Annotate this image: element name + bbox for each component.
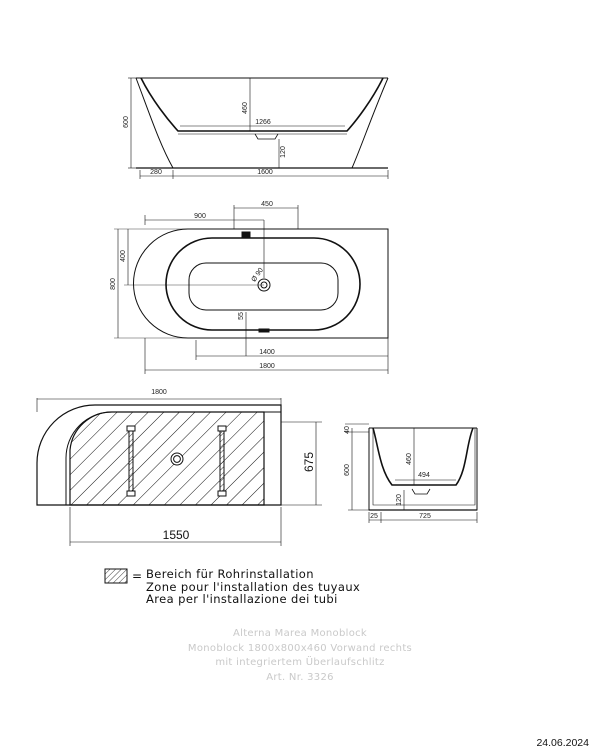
side-inner-depth-label: 460 xyxy=(242,102,249,114)
top-drain-diameter-label: Ø 90 xyxy=(251,267,265,284)
end-bottom-width-label: 494 xyxy=(418,472,430,479)
legend-line-de: Bereich für Rohrinstallation xyxy=(146,567,314,581)
top-drain-offset-label: 450 xyxy=(261,201,273,208)
top-overflow-label: 55 xyxy=(238,312,245,320)
product-feature: mit integriertem Überlaufschlitz xyxy=(215,657,385,668)
end-tub-inner xyxy=(372,427,474,486)
install-depth-label: 675 xyxy=(302,452,316,472)
top-offset-left-label: 900 xyxy=(194,213,206,220)
end-total-width-label: 725 xyxy=(419,513,431,520)
side-bottom-length-label: 1266 xyxy=(255,119,271,126)
top-width-label: 800 xyxy=(110,278,117,290)
foot-rail-right xyxy=(219,425,225,497)
legend-line-it: Area per l'installazione dei tubi xyxy=(146,592,338,606)
side-foot-height-label: 120 xyxy=(280,146,287,158)
top-view xyxy=(114,205,389,374)
end-inner-depth-label: 460 xyxy=(406,453,413,465)
side-view xyxy=(128,77,389,179)
side-tub-inner xyxy=(140,77,384,132)
end-tub-outer xyxy=(368,428,478,511)
side-height-label: 600 xyxy=(123,116,130,128)
top-drain-to-edge-label: 400 xyxy=(120,250,127,262)
legend-equals: = xyxy=(132,569,142,583)
end-view xyxy=(345,423,478,523)
hatched-square-icon xyxy=(104,568,128,584)
product-dimensions: Monoblock 1800x800x460 Vorwand rechts xyxy=(187,642,413,654)
side-total-length-label: 1600 xyxy=(257,169,273,176)
install-view xyxy=(36,398,322,546)
top-tub-bottom xyxy=(188,262,339,311)
foot-rail-left xyxy=(128,425,134,497)
end-height-label: 600 xyxy=(344,464,351,476)
legend-line-fr: Zone pour l'installation des tuyaux xyxy=(146,579,361,594)
top-total-length-label: 1800 xyxy=(259,363,275,370)
install-zone-length-label: 1550 xyxy=(163,528,190,542)
top-tub-outer xyxy=(133,228,389,339)
end-foot-height-label: 120 xyxy=(396,494,403,506)
drawing-date: 24.06.2024 xyxy=(536,737,589,749)
end-rim-label: 40 xyxy=(344,426,351,434)
end-left-offset-label: 25 xyxy=(370,513,378,520)
side-left-offset-label: 280 xyxy=(150,169,162,176)
article-number: Art. Nr. 3326 xyxy=(266,671,334,683)
pipe-installation-zone xyxy=(69,411,265,506)
legend: Bereich für Rohrinstallation Zone pour l… xyxy=(146,568,360,606)
product-name: Alterna Marea Monoblock xyxy=(232,628,367,639)
top-tub-inner xyxy=(165,237,361,331)
title-block: Alterna Marea Monoblock Monoblock 1800x8… xyxy=(130,627,470,685)
install-total-length-label: 1800 xyxy=(151,389,167,396)
top-inner-length-label: 1400 xyxy=(259,349,275,356)
install-outline xyxy=(36,404,282,506)
